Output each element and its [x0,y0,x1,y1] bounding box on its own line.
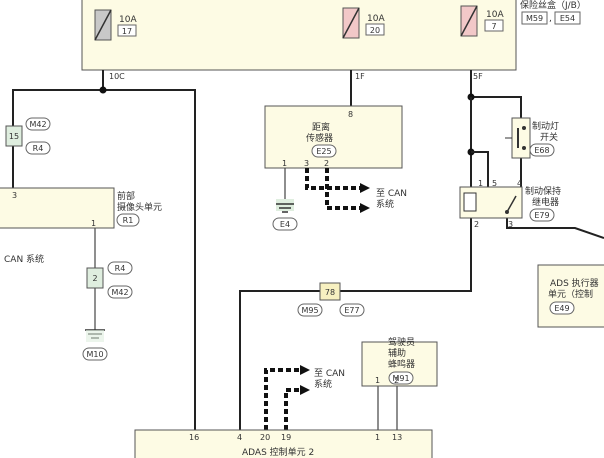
relay-connector: E79 [534,211,549,220]
splice-15-connector-2: R4 [33,144,44,153]
camera-pin-1: 1 [91,219,96,228]
fuse-box-connector-1: M59 [526,14,543,23]
relay-pin-1: 1 [478,179,483,188]
adas-control-unit-2 [134,429,433,458]
camera-label-1: 前部 [117,190,135,202]
distance-sensor [264,105,403,169]
wire-relay-5 [471,151,489,187]
wire-joint-adas [239,290,320,430]
sensor-label-1: 距离 [312,121,330,133]
joint-connector-2: E77 [344,306,359,315]
adas-pin-19: 19 [281,433,291,442]
buzzer-label-2: 辅助 [388,347,406,359]
fuse-box [81,0,517,71]
fuse-20: 10A 20 [342,7,385,39]
pin-10c: 10C [109,72,125,81]
camera-pin-3: 3 [12,191,17,200]
adas-pin-4: 4 [237,433,242,442]
brake-light-switch [505,117,531,159]
pin-5f: 5F [473,72,483,81]
adas-label: ADAS 控制单元 2 [242,446,314,458]
splice-2-connector-1: R4 [115,264,126,273]
wire-relay-joint [340,218,472,292]
fuse-box-label: 保险丝盒（J/B） [520,0,586,11]
fuse-7-rating: 10A [486,10,504,20]
ads-connector: E49 [554,304,569,313]
wire-relay-ads [506,218,604,239]
relay-pin-2: 2 [474,220,479,229]
ground-m10-connector: M10 [86,350,103,359]
can-wires-top [305,168,370,213]
sensor-label-2: 传感器 [306,132,333,144]
sensor-connector: E25 [316,147,331,156]
relay-pin-3: 3 [508,220,513,229]
relay-pin-5: 5 [492,179,497,188]
buzzer-label-3: 蜂鸣器 [388,358,415,370]
ads-label-2: 单元（控制 [548,288,593,300]
can-system-left: CAN 系统 [4,253,44,265]
sensor-pin-1: 1 [282,159,287,168]
fuse-7-number: 7 [491,22,496,31]
fuse-7: 10A 7 [460,5,504,37]
fuse-20-rating: 10A [367,14,385,24]
front-camera-unit [0,187,115,229]
pin-1f: 1F [355,72,365,81]
adas-pin-20: 20 [260,433,270,442]
ads-actuator-unit [537,264,604,328]
buzzer-pin-1: 1 [375,376,380,385]
splice-2-connector-2: M42 [111,288,128,297]
brake-switch-label-2: 开关 [540,131,558,143]
joint-connector-1: M95 [301,306,318,315]
sensor-pin-2: 2 [324,159,329,168]
fuse-17-rating: 10A [119,15,137,25]
ground-e4: E4 [272,199,298,231]
camera-label-2: 摄像头单元 [117,201,162,213]
splice-2-number: 2 [92,274,97,283]
splice-15: 15 M42 R4 [5,117,51,155]
brake-switch-label-1: 制动灯 [532,120,559,132]
to-can-bottom-2: 系统 [314,378,332,390]
ground-e4-connector: E4 [280,220,290,229]
fuse-box-connector-2: E54 [560,14,575,23]
splice-15-connector-1: M42 [29,120,46,129]
relay-label-1: 制动保持 [525,185,561,197]
relay-label-2: 继电器 [532,196,559,208]
can-wires-bottom [264,365,310,430]
wire-10c-left [12,70,104,126]
ground-m10: M10 [82,329,108,361]
svg-text:,: , [549,14,552,24]
buzzer-connector: M91 [392,374,409,383]
adas-pin-16: 16 [189,433,199,442]
fuse-17: 10A 17 [94,9,137,41]
wire-10c-adas [103,89,196,440]
ads-label-1: ADS 执行器 [550,277,599,289]
relay-pin-4: 4 [517,179,522,188]
joint-connector-78: 78 M95 E77 [297,282,365,317]
buzzer-pin-2: 2 [394,376,399,385]
camera-connector: R1 [123,216,134,225]
splice-2: 2 R4 M42 [86,261,133,299]
wire-5f-switch [470,70,522,118]
brake-hold-relay [459,186,523,219]
joint-number: 78 [325,288,335,297]
junction-10c [99,86,107,94]
fuse-17-number: 17 [122,27,132,36]
to-can-top-2: 系统 [376,198,394,210]
buzzer-label-1: 驾驶员 [388,336,415,348]
sensor-pin-3: 3 [304,159,309,168]
brake-switch-connector: E68 [534,146,549,155]
to-can-bottom-1: 至 CAN [314,368,345,379]
adas-pin-1: 1 [375,433,380,442]
to-can-top-1: 至 CAN [376,188,407,199]
adas-pin-13: 13 [392,433,402,442]
fuse-20-number: 20 [370,26,380,35]
splice-15-number: 15 [9,132,19,141]
sensor-pin-8: 8 [348,110,353,119]
